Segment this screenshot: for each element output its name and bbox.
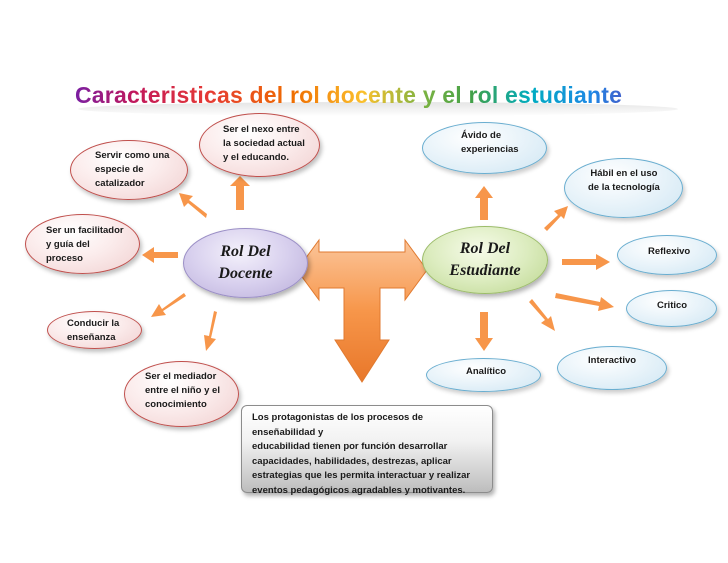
title-reflection: [78, 102, 678, 116]
bubble-avido: Ávido de experiencias: [422, 122, 547, 174]
arrow-to-nexo: [230, 176, 250, 210]
arrow-to-analitico: [475, 312, 493, 351]
central-triple-arrow: [296, 238, 428, 383]
arrow-to-mediador: [204, 311, 217, 351]
bubble-nexo: Ser el nexo entre la sociedad actual y e…: [199, 113, 320, 177]
arrow-to-conducir: [151, 293, 186, 317]
rol-estudiante-node: Rol Del Estudiante: [422, 226, 548, 294]
arrow-to-interactivo: [529, 299, 555, 331]
bubble-reflexivo: Reflexivo: [617, 235, 717, 275]
arrow-to-avido: [475, 186, 493, 220]
bubble-catalizador: Servir como una especie de catalizador: [70, 140, 188, 200]
arrow-to-facilitador: [142, 247, 178, 263]
arrow-to-habil: [544, 206, 568, 231]
bubble-conducir: Conducir la enseñanza: [47, 311, 142, 349]
arrow-to-catalizador: [179, 193, 207, 218]
bubble-facilitador: Ser un facilitador y guía del proceso: [25, 214, 140, 274]
bubble-analitico: Analítico: [426, 358, 541, 392]
arrow-to-critico: [555, 293, 614, 311]
bubble-interactivo: Interactivo: [557, 346, 667, 390]
bubble-habil: Hábil en el uso de la tecnología: [564, 158, 683, 218]
description-box: Los protagonistas de los procesos de ens…: [241, 405, 493, 496]
bubble-mediador: Ser el mediador entre el niño y el conoc…: [124, 361, 239, 427]
rol-docente-node: Rol Del Docente: [183, 228, 308, 298]
bubble-critico: Critico: [626, 290, 717, 327]
arrow-to-reflexivo: [562, 254, 610, 270]
page-title: Caracteristicas del rol docente y el rol…: [75, 82, 675, 109]
